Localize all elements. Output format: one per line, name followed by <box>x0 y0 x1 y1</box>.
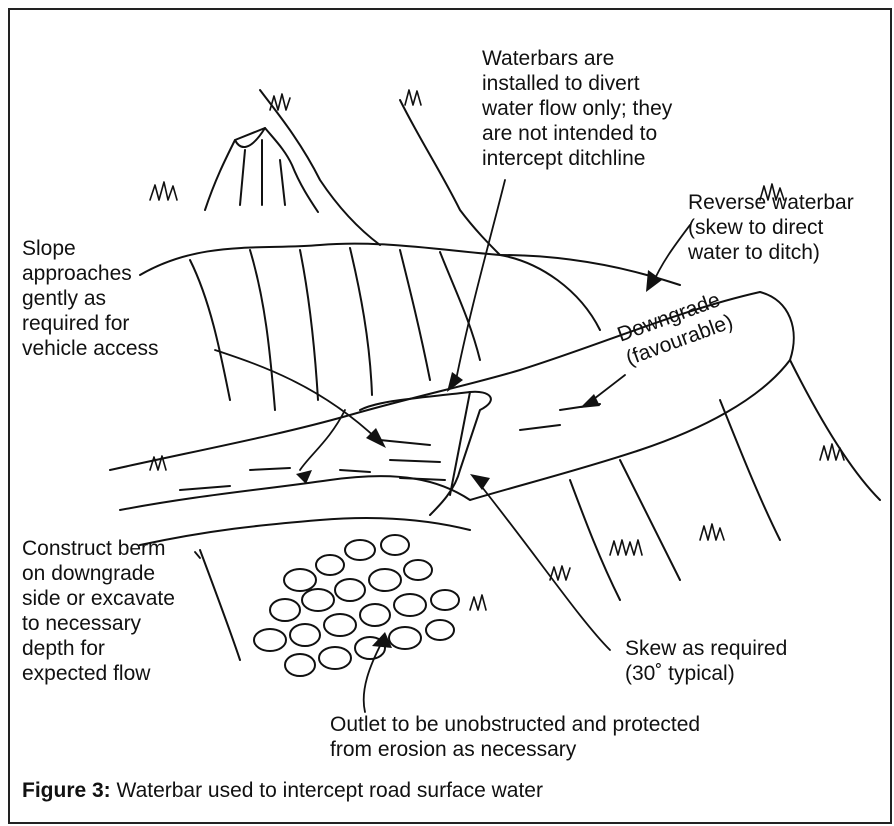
label-reverse-waterbar: Reverse waterbar (skew to direct water t… <box>688 190 854 265</box>
figure-caption: Figure 3: Waterbar used to intercept roa… <box>22 778 543 803</box>
label-slope-approaches: Slope approaches gently as required for … <box>22 236 159 361</box>
fill-slope-drawing <box>200 360 880 660</box>
caption-prefix: Figure 3: <box>22 779 111 802</box>
tree-stump-drawing <box>205 128 318 212</box>
rock-outlet-drawing <box>254 535 459 676</box>
label-waterbars-note: Waterbars are installed to divert water … <box>482 46 672 171</box>
label-construct-berm: Construct berm on downgrade side or exca… <box>22 536 175 686</box>
caption-text: Waterbar used to intercept road surface … <box>111 779 543 802</box>
label-skew: Skew as required (30˚ typical) <box>625 636 787 686</box>
arrowheads <box>296 270 662 648</box>
label-outlet: Outlet to be unobstructed and protected … <box>330 712 700 762</box>
